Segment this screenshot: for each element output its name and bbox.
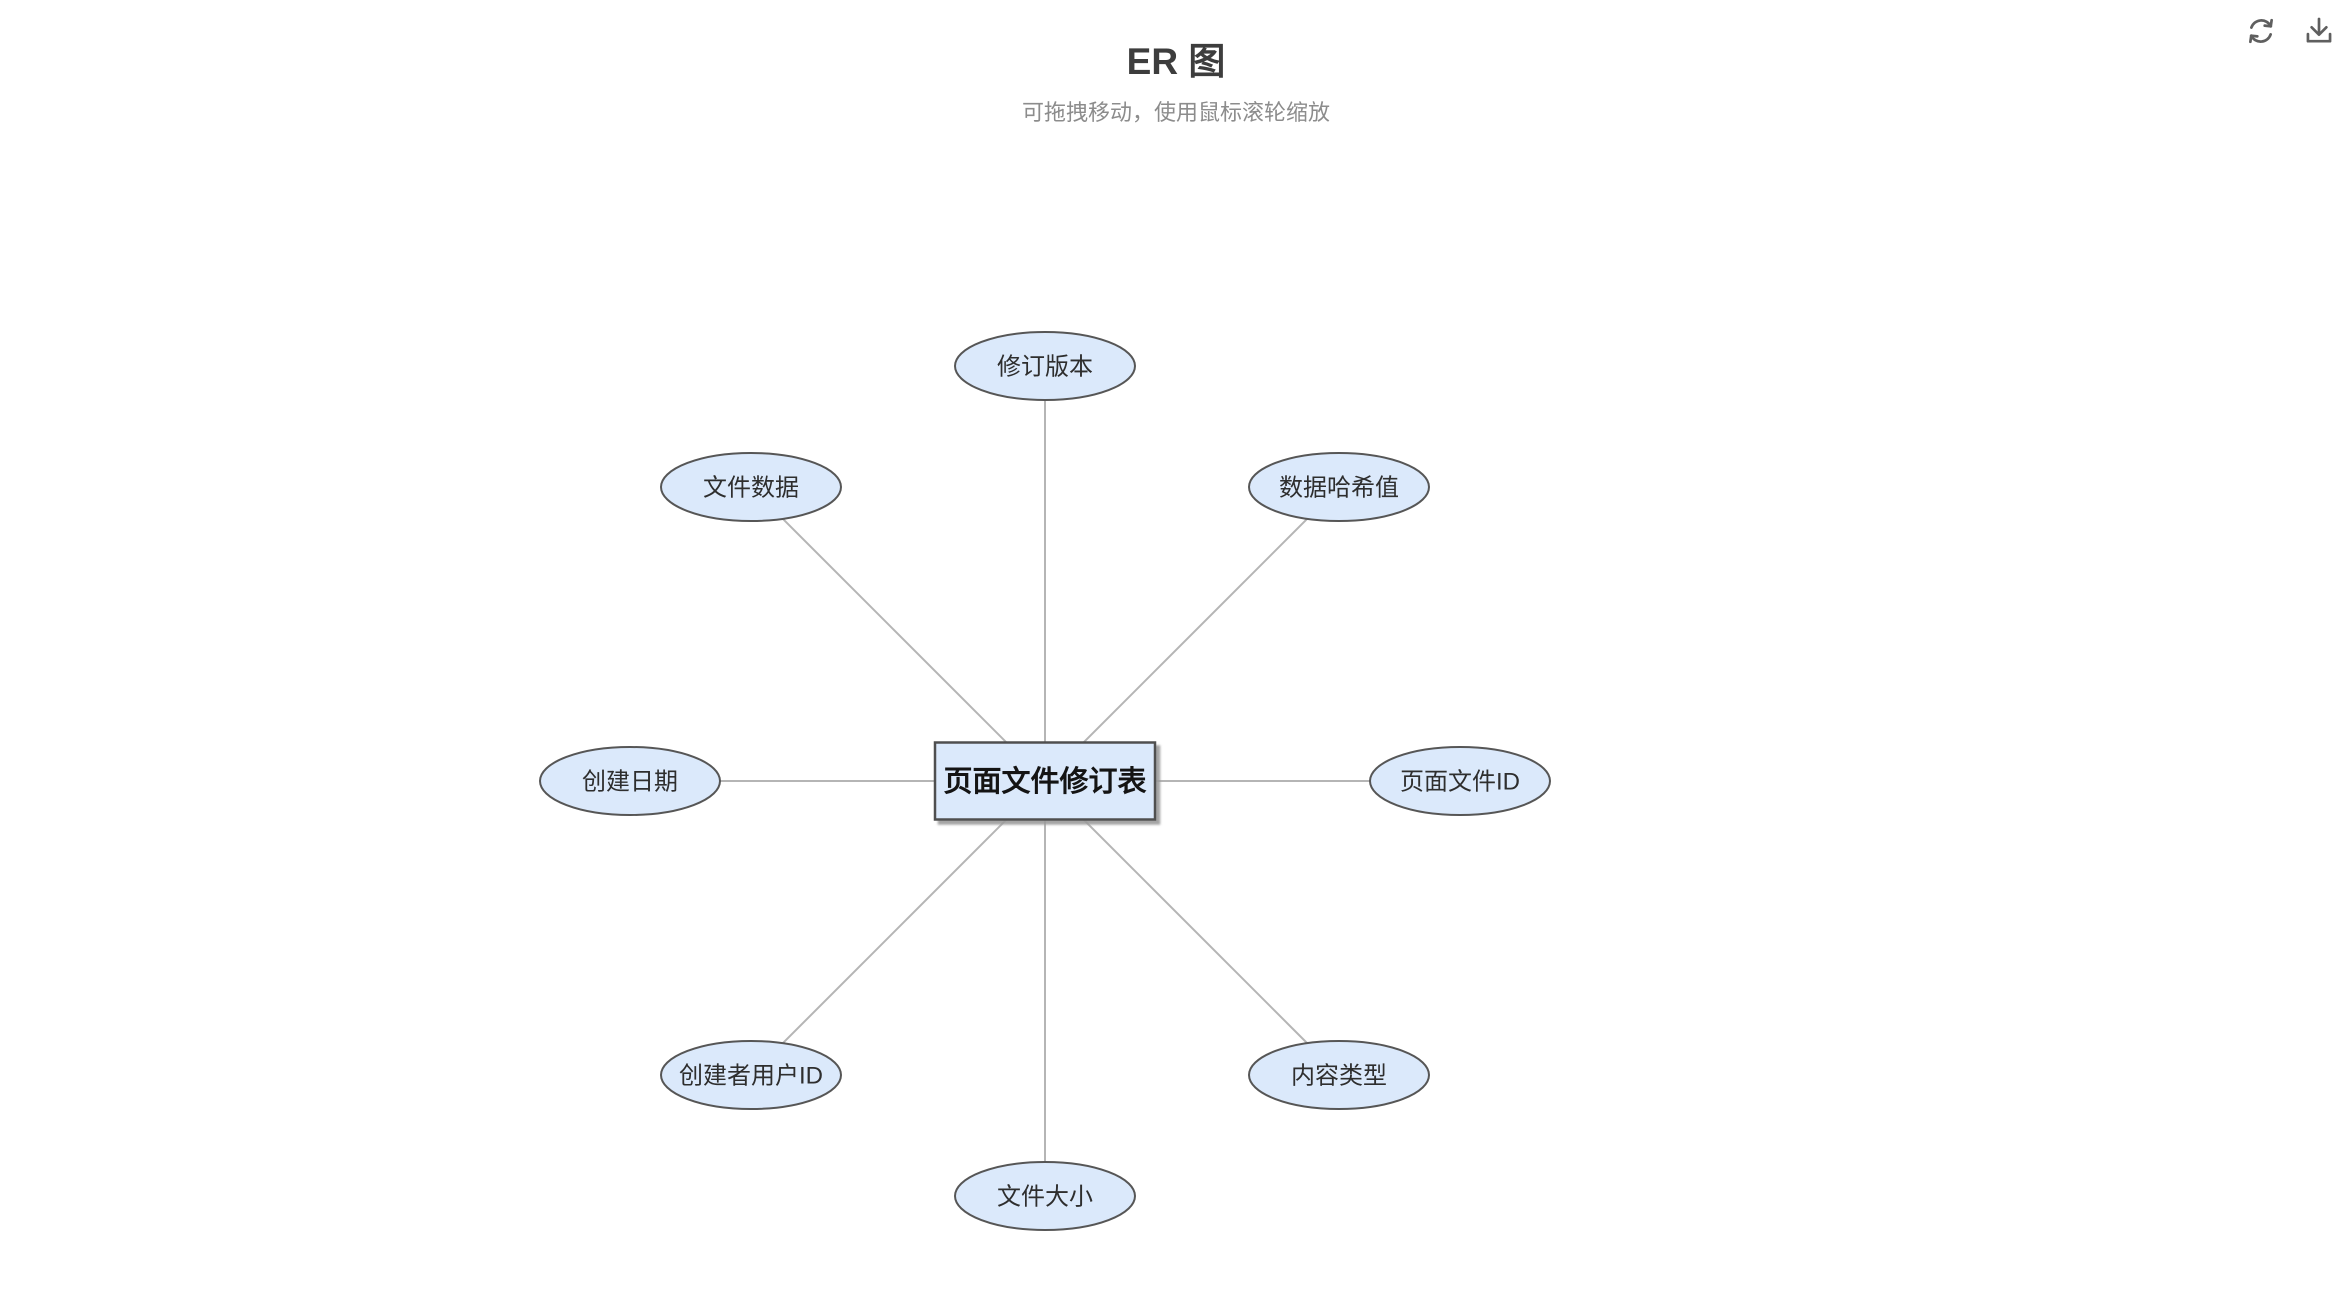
attribute-ellipse: [1369, 746, 1551, 816]
attribute-label: 修订版本: [997, 353, 1093, 380]
connector-line: [750, 486, 1046, 782]
attribute-ellipse: [954, 1161, 1136, 1231]
attribute-ellipse: [539, 746, 721, 816]
attribute-label: 文件大小: [997, 1183, 1093, 1210]
connector-line: [750, 780, 1046, 1076]
refresh-button[interactable]: [2242, 12, 2280, 50]
toolbar: [2242, 12, 2338, 50]
attribute-label: 创建日期: [582, 768, 678, 795]
attribute-label: 文件数据: [703, 474, 799, 501]
download-icon: [2306, 17, 2332, 43]
attribute-ellipse: [1248, 1040, 1430, 1110]
attribute-ellipse: [954, 331, 1136, 401]
entity-rect: [933, 741, 1157, 821]
attribute-label: 内容类型: [1291, 1062, 1387, 1089]
download-button[interactable]: [2300, 12, 2338, 50]
entity-label: 页面文件修订表: [943, 764, 1146, 798]
attribute-label: 数据哈希值: [1279, 474, 1399, 501]
attribute-node-top[interactable]: 修订版本: [954, 331, 1136, 401]
connector-lines: [630, 366, 1460, 1196]
attribute-ellipse: [660, 1040, 842, 1110]
attribute-node-left[interactable]: 创建日期: [539, 746, 721, 816]
attribute-label: 创建者用户ID: [679, 1062, 823, 1089]
attribute-node-bottom[interactable]: 文件大小: [954, 1161, 1136, 1231]
attribute-node-bottom-left[interactable]: 创建者用户ID: [660, 1040, 842, 1110]
connector-line: [1044, 486, 1340, 782]
connector-line: [1044, 780, 1340, 1076]
attribute-node-bottom-right[interactable]: 内容类型: [1248, 1040, 1430, 1110]
attribute-node-top-left[interactable]: 文件数据: [660, 452, 842, 522]
attribute-node-top-right[interactable]: 数据哈希值: [1248, 452, 1430, 522]
refresh-icon: [2249, 18, 2273, 44]
attribute-node-right[interactable]: 页面文件ID: [1369, 746, 1551, 816]
attribute-ellipse: [660, 452, 842, 522]
attribute-label: 页面文件ID: [1400, 768, 1520, 795]
entity-node[interactable]: 页面文件修订表: [933, 741, 1157, 821]
attribute-ellipse: [1248, 452, 1430, 522]
